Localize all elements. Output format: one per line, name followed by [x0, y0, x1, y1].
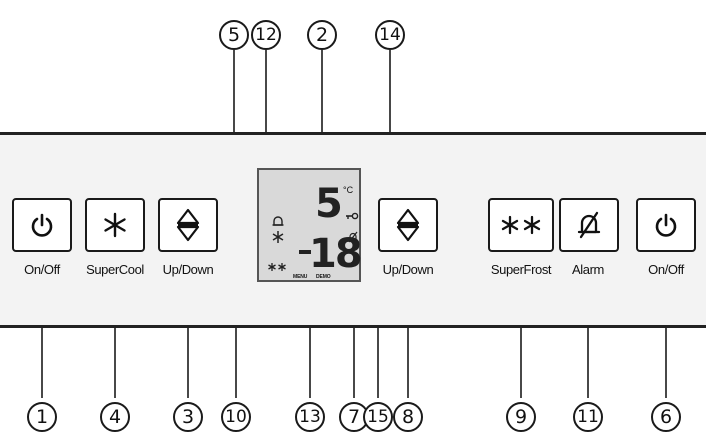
callout-3: 3 — [173, 402, 203, 432]
snowflake-icon — [272, 231, 284, 243]
callout-2: 2 — [307, 20, 337, 50]
demo-indicator: DEMO — [316, 274, 331, 280]
alarm-off-icon — [348, 231, 358, 243]
power-icon — [31, 213, 53, 237]
on-off-button-right[interactable] — [636, 198, 696, 252]
callout-11: 11 — [573, 402, 603, 432]
supercool-button[interactable] — [85, 198, 145, 252]
on-off-button-left[interactable] — [12, 198, 72, 252]
callout-1: 1 — [27, 402, 57, 432]
up-down-label-left: Up/Down — [162, 262, 214, 277]
double-snowflake-icon — [268, 263, 286, 271]
superfrost-label: SuperFrost — [490, 262, 552, 277]
superfrost-button[interactable] — [488, 198, 554, 252]
power-icon — [655, 213, 677, 237]
up-down-button-right[interactable] — [378, 198, 438, 252]
up-down-label-right: Up/Down — [382, 262, 434, 277]
callout-8: 8 — [393, 402, 423, 432]
up-down-arrows-icon — [396, 208, 420, 242]
callout-14: 14 — [375, 20, 405, 50]
on-off-label-left: On/Off — [24, 262, 60, 277]
alarm-label: Alarm — [572, 262, 604, 277]
bottom-temperature: 18 — [309, 231, 363, 277]
alarm-bell-icon — [272, 216, 284, 226]
key-lock-icon — [346, 212, 359, 220]
callout-6: 6 — [651, 402, 681, 432]
callout-5: 5 — [219, 20, 249, 50]
callout-4: 4 — [100, 402, 130, 432]
callout-9: 9 — [506, 402, 536, 432]
callout-10: 10 — [221, 402, 251, 432]
minus-segment — [299, 250, 311, 254]
callout-15: 15 — [363, 402, 393, 432]
menu-indicator: MENU — [293, 274, 308, 280]
callout-12: 12 — [251, 20, 281, 50]
up-down-button-left[interactable] — [158, 198, 218, 252]
alarm-button[interactable] — [559, 198, 619, 252]
supercool-label: SuperCool — [86, 262, 144, 277]
top-temperature: 5 — [315, 181, 343, 227]
snowflake-icon — [104, 212, 126, 238]
double-snowflake-icon — [501, 215, 541, 235]
on-off-label-right: On/Off — [648, 262, 684, 277]
lcd-display: 5 °C 18 MENU DEMO — [257, 168, 363, 282]
up-down-arrows-icon — [176, 208, 200, 242]
celsius-unit: °C — [343, 185, 354, 195]
callout-13: 13 — [295, 402, 325, 432]
alarm-off-icon — [577, 211, 601, 239]
